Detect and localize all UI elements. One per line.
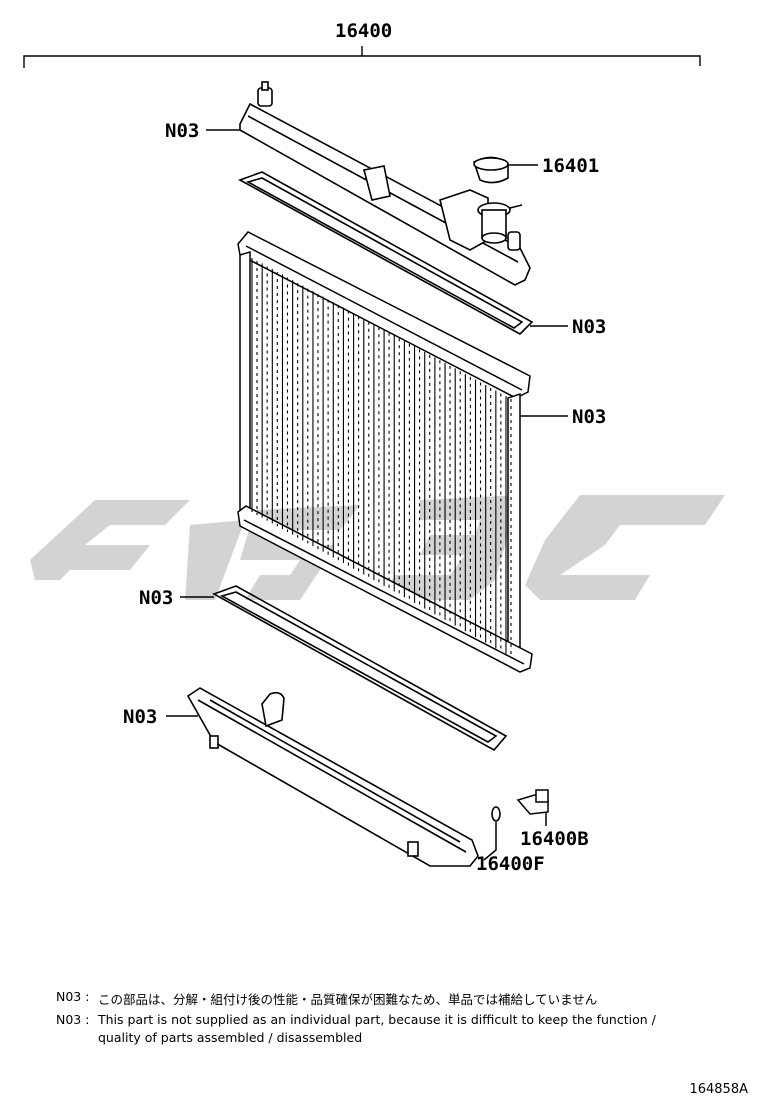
radiator-cap xyxy=(473,156,509,184)
note-id: N03 : xyxy=(56,1012,90,1027)
drain-plug xyxy=(516,789,549,815)
upper-gasket xyxy=(238,171,534,335)
radiator-core xyxy=(237,231,533,673)
lower-gasket xyxy=(212,585,508,752)
callout-n03-upper-gasket: N03 xyxy=(572,316,606,338)
assembly-bracket xyxy=(23,46,701,68)
callout-n03-lower-tank: N03 xyxy=(123,706,157,728)
callout-n03-lower-gasket: N03 xyxy=(139,587,173,609)
callout-n03-core: N03 xyxy=(572,406,606,428)
callout-16400f: 16400F xyxy=(476,853,545,875)
core-fins xyxy=(251,258,512,657)
note-text: This part is not supplied as an individu… xyxy=(98,1012,656,1027)
note-text: この部品は、分解・組付け後の性能・品質確保が困難なため、単品では補給していません xyxy=(98,992,598,1007)
callout-16400b: 16400B xyxy=(520,828,589,850)
callout-16401: 16401 xyxy=(542,155,599,177)
drain-oring xyxy=(491,806,501,822)
note-id: N03 : xyxy=(56,989,90,1004)
note-text: quality of parts assembled / disassemble… xyxy=(98,1030,363,1045)
figure-code: 164858A xyxy=(689,1082,748,1097)
callout-16400: 16400 xyxy=(335,20,392,42)
callout-n03-upper-tank: N03 xyxy=(165,120,199,142)
upper-tank xyxy=(239,81,531,286)
lower-tank xyxy=(186,687,479,867)
leader-lines xyxy=(166,129,568,861)
